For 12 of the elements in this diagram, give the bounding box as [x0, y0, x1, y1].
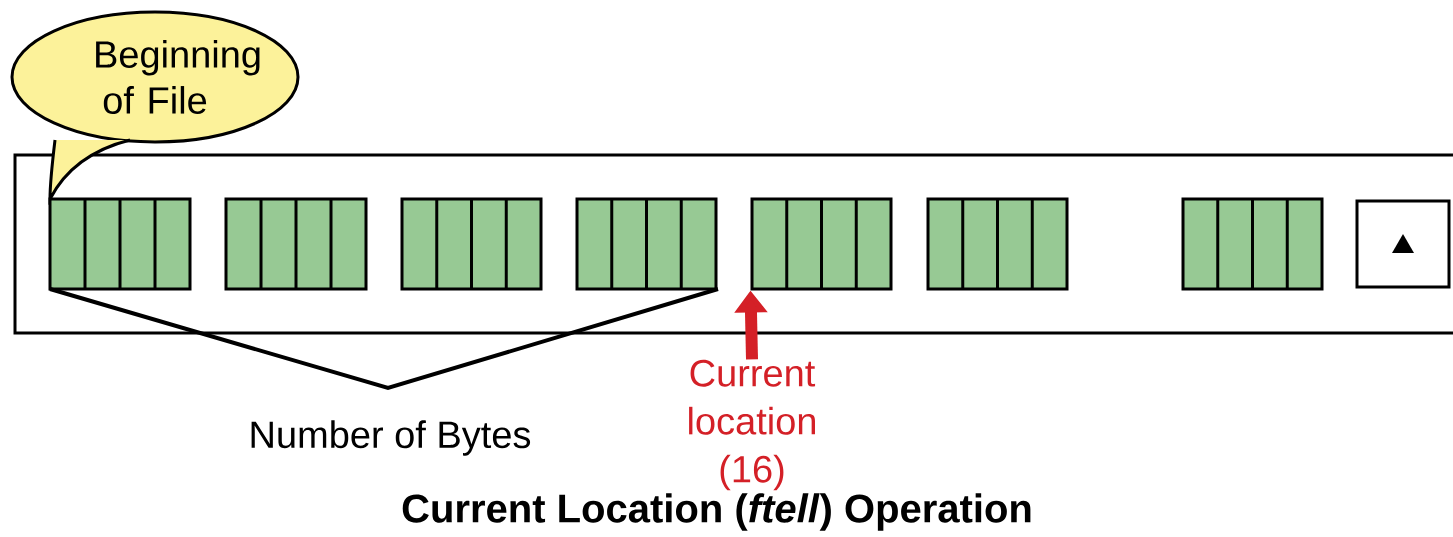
byte-group: [926, 197, 1069, 291]
byte-group: [1181, 197, 1324, 291]
caption: Current Location (ftell) Operation: [402, 493, 1031, 531]
byte-group: [48, 197, 192, 291]
location-label: Current location (16): [689, 359, 816, 491]
byte-group: [400, 197, 543, 291]
byte-group: [575, 197, 718, 291]
end-box: [1355, 199, 1451, 289]
byte-group: [224, 197, 368, 291]
byte-group: [750, 197, 893, 291]
bracket-label: Number of Bytes: [251, 420, 531, 456]
file-strip: [13, 153, 1453, 335]
